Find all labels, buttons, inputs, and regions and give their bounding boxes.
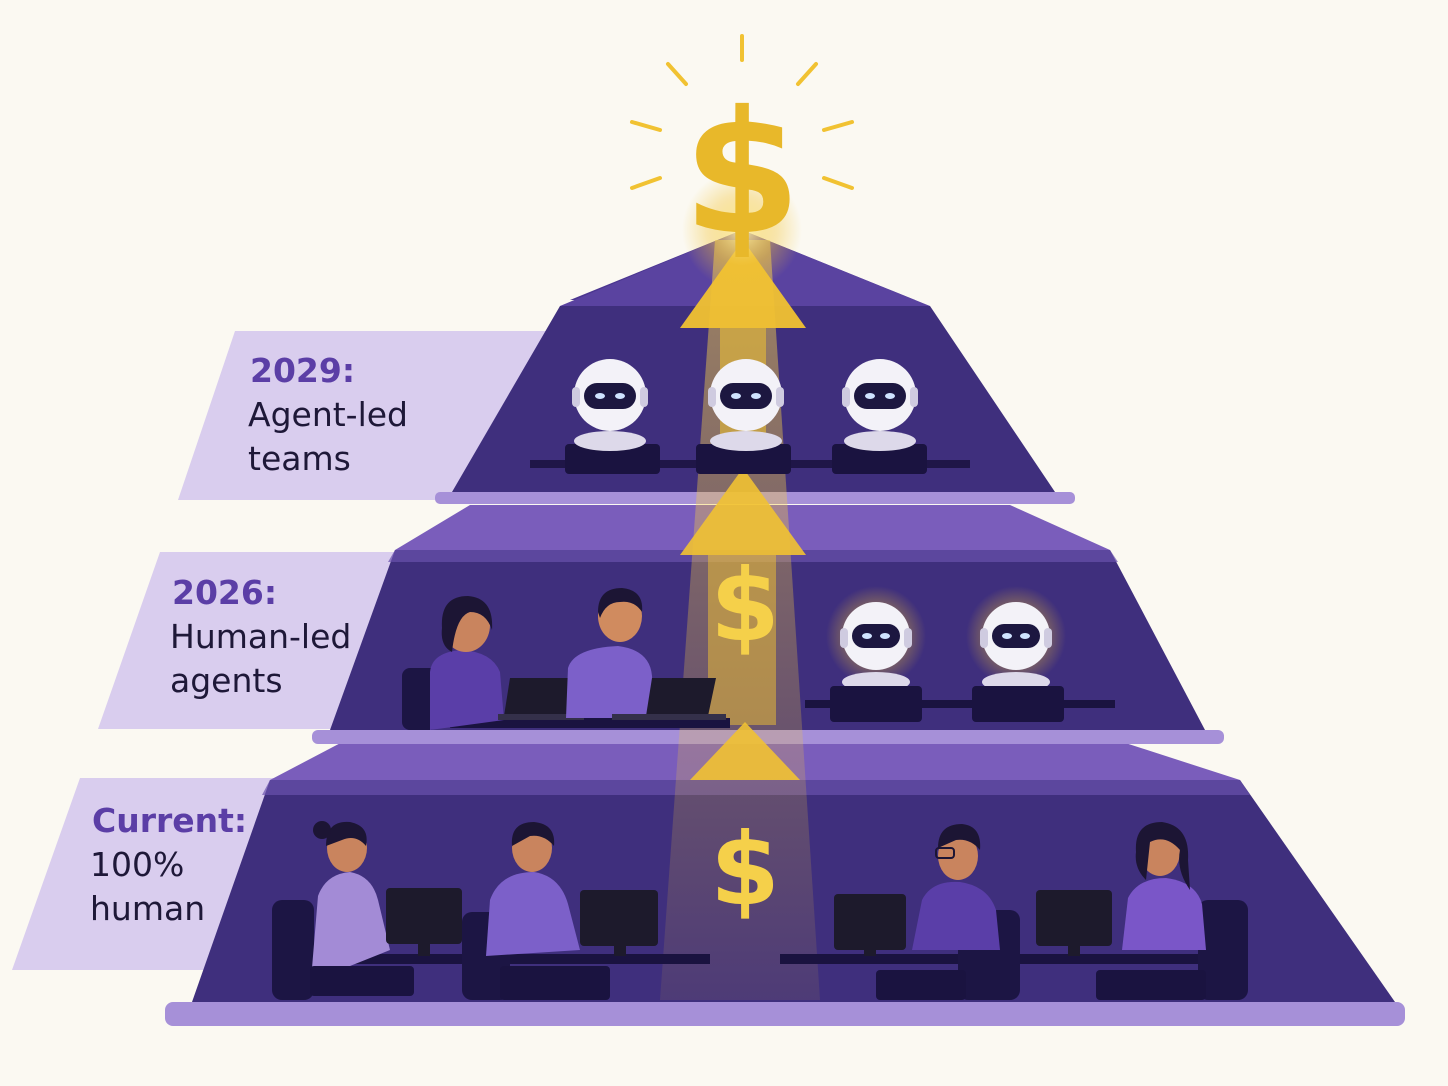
robot-icon [708,359,784,451]
arrow-up-icon-middle [680,468,806,555]
label-2026-line1: Human-led [170,617,351,656]
person-icon [310,821,414,996]
label-current-year: Current: [92,801,247,840]
computer-icon [612,678,726,720]
label-current-line1: 100% [90,845,184,884]
person-icon [486,822,610,1000]
dollar-icon: $ [683,75,801,273]
apex-dollar: $ [630,34,854,290]
middle-desk-right [805,700,1115,708]
computer-icon [834,894,906,956]
bottom-desk-left [350,954,710,964]
computer-icon [1036,890,1112,956]
label-2029-line2: teams [248,439,351,478]
label-2026-year: 2026: [172,573,277,612]
label-2026: 2026: Human-led agents [170,573,351,700]
apex-rays [630,34,854,190]
label-current-line2: human [90,889,205,928]
top-desk [530,444,970,474]
middle-tier-content: $ [402,547,1115,730]
dollar-icon: $ [710,811,780,928]
top-tier-agents [530,359,970,474]
arrow-shaft-middle [708,555,776,725]
bottom-tier-content: $ [272,811,1248,1000]
person-icon [1036,822,1206,1000]
label-panel-2029 [178,331,560,500]
computer-icon [498,678,584,720]
dollar-icon: $ [710,547,780,664]
label-current: Current: 100% human [90,801,247,928]
middle-desk-left [450,718,730,728]
robot-icon [572,359,648,451]
computer-icon [580,890,658,956]
person-icon [834,824,1000,1000]
person-icon [430,596,504,730]
computer-icon [386,888,462,956]
person-icon [566,588,654,718]
label-2029: 2029: Agent-led teams [248,351,408,478]
arrow-up-icon-bottom [690,722,800,780]
label-2029-line1: Agent-led [248,395,408,434]
label-2029-year: 2029: [250,351,355,390]
tier-bottom-base [165,1002,1405,1026]
label-2026-line2: agents [170,661,283,700]
robot-icon [842,359,918,451]
